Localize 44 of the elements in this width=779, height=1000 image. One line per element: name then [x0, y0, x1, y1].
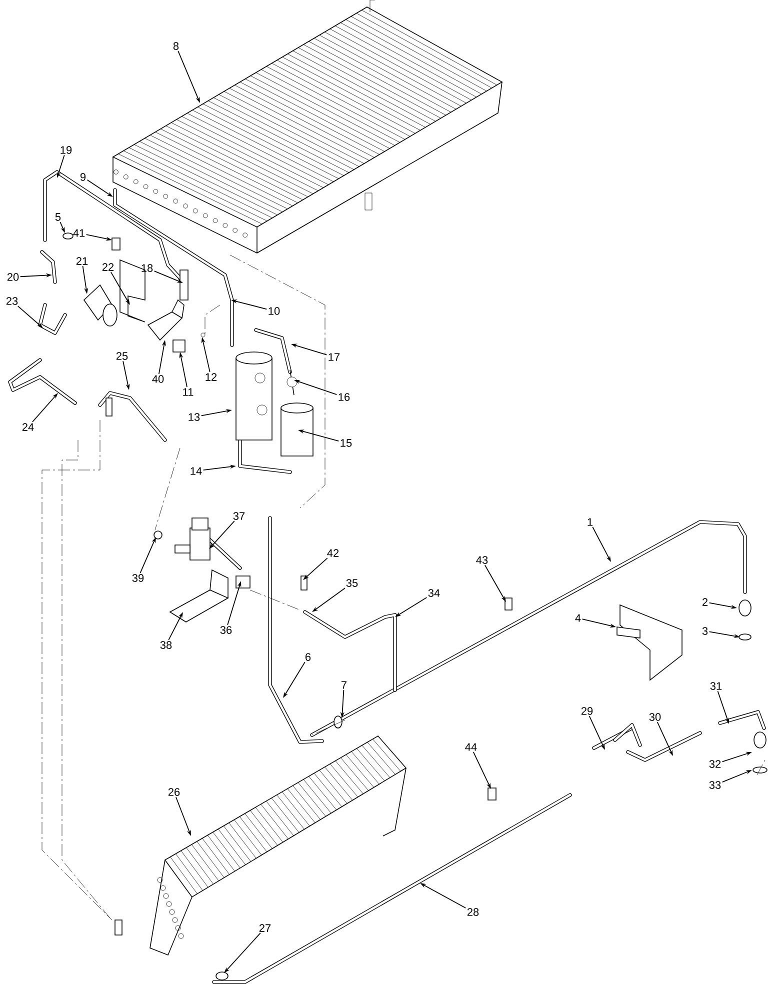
callout-number: 20 [7, 273, 19, 281]
callout-number: 42 [327, 549, 339, 557]
callout-number: 30 [649, 713, 661, 721]
callout-number: 24 [22, 423, 34, 431]
callout-number: 9 [80, 173, 86, 181]
callout-number: 28 [467, 908, 479, 916]
callout-number: 39 [132, 574, 144, 582]
callout-number: 29 [581, 707, 593, 715]
callout-number: 41 [73, 229, 85, 237]
callout-number: 32 [709, 760, 721, 768]
callout-number: 2 [702, 598, 708, 606]
callout-number: 25 [116, 352, 128, 360]
callout-number: 26 [168, 788, 180, 796]
callout-number: 21 [76, 257, 88, 265]
callout-number: 4 [575, 614, 581, 622]
callout-number: 27 [259, 924, 271, 932]
callout-number: 23 [6, 297, 18, 305]
callout-number: 40 [152, 375, 164, 383]
callout-number: 14 [190, 467, 202, 475]
callout-number: 33 [709, 781, 721, 789]
callout-number: 43 [476, 556, 488, 564]
callout-number: 7 [342, 681, 347, 689]
callout-number: 44 [465, 743, 477, 751]
callout-number: 34 [428, 589, 440, 597]
callout-number: 36 [220, 626, 232, 634]
callout-number: 16 [338, 393, 350, 401]
callout-number: 18 [142, 264, 153, 272]
callout-number: 13 [188, 413, 200, 421]
callout-number: 6 [306, 653, 311, 661]
callout-number: 11 [183, 388, 194, 396]
callout-number: 17 [328, 353, 340, 361]
callout-number: 19 [60, 146, 72, 154]
callout-number: 8 [173, 42, 179, 50]
callout-number: 3 [702, 627, 708, 635]
callout-number: 5 [55, 213, 61, 221]
callout-number: 31 [710, 682, 722, 690]
callout-number: 38 [160, 641, 172, 649]
callout-number: 15 [340, 439, 352, 447]
callout-number: 12 [206, 373, 217, 381]
callout-number: 22 [102, 263, 114, 271]
callout-number: 35 [346, 579, 358, 587]
callout-number: 10 [268, 307, 280, 315]
callout-number: 1 [588, 518, 593, 526]
callout-number: 37 [233, 512, 245, 520]
